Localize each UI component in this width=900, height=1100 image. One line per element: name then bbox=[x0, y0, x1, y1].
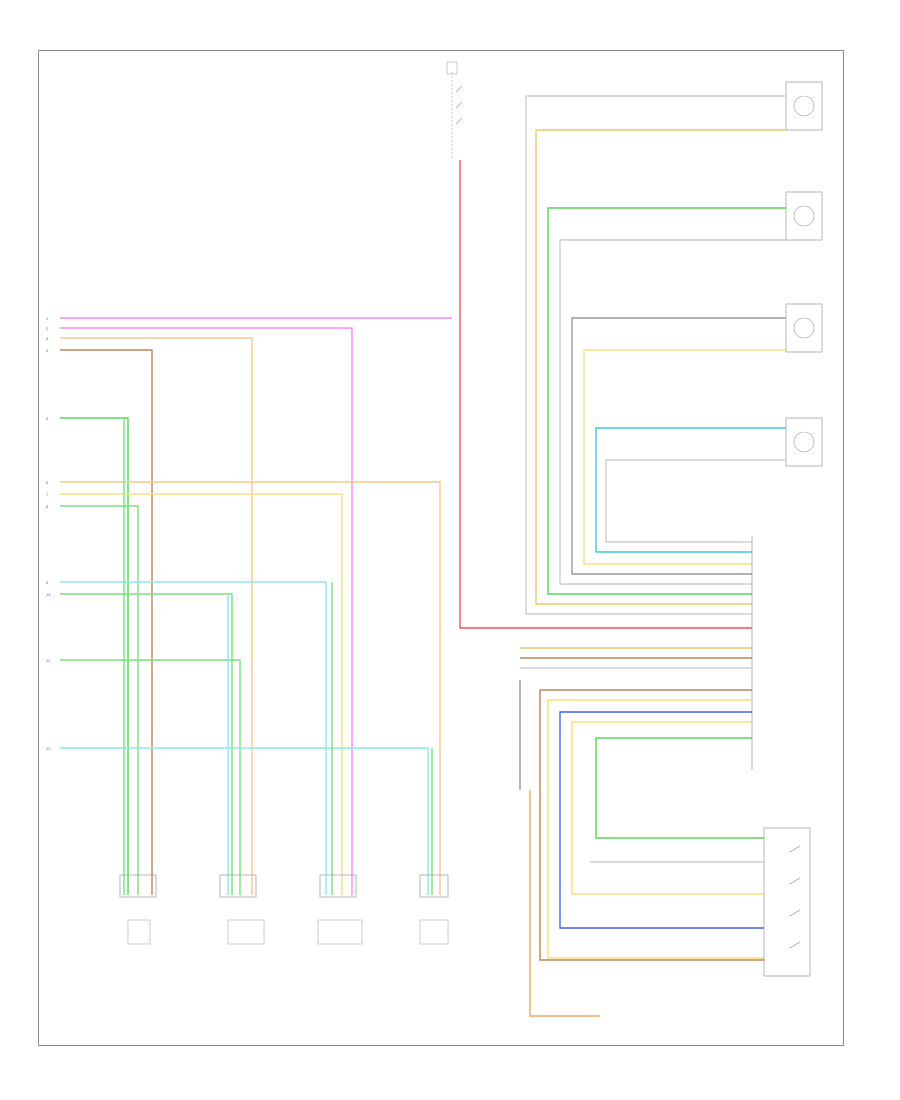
bottom-connector-4 bbox=[419, 874, 449, 945]
wire-red-power bbox=[459, 160, 752, 629]
svg-text:2: 2 bbox=[46, 326, 49, 331]
right-sensor-1 bbox=[785, 81, 823, 131]
svg-text:10: 10 bbox=[46, 592, 51, 597]
right-sensor-2 bbox=[785, 191, 823, 241]
top-power-component bbox=[446, 61, 463, 160]
svg-text:5: 5 bbox=[46, 416, 49, 421]
svg-text:11: 11 bbox=[46, 658, 51, 663]
svg-text:6: 6 bbox=[46, 480, 49, 485]
bottom-connector-2 bbox=[219, 874, 265, 945]
svg-text:9: 9 bbox=[46, 580, 49, 585]
right-sensor-4 bbox=[785, 417, 823, 467]
bottom-connector-1 bbox=[119, 874, 157, 945]
svg-text:7: 7 bbox=[46, 492, 49, 497]
svg-text:12: 12 bbox=[46, 746, 51, 751]
left-pin-numbers: 1 2 3 4 5 6 7 8 9 10 11 12 bbox=[46, 316, 51, 751]
svg-text:4: 4 bbox=[46, 348, 49, 353]
left-wire-bundle bbox=[60, 317, 452, 895]
right-sensor-3 bbox=[785, 303, 823, 353]
svg-text:1: 1 bbox=[46, 316, 49, 321]
bottom-connector-3 bbox=[317, 874, 363, 945]
right-wire-bundle bbox=[525, 95, 786, 615]
switch-box bbox=[763, 827, 811, 977]
diagram-frame bbox=[38, 50, 844, 1046]
svg-text:3: 3 bbox=[46, 336, 49, 341]
svg-text:8: 8 bbox=[46, 504, 49, 509]
lower-right-wires bbox=[519, 647, 764, 1017]
